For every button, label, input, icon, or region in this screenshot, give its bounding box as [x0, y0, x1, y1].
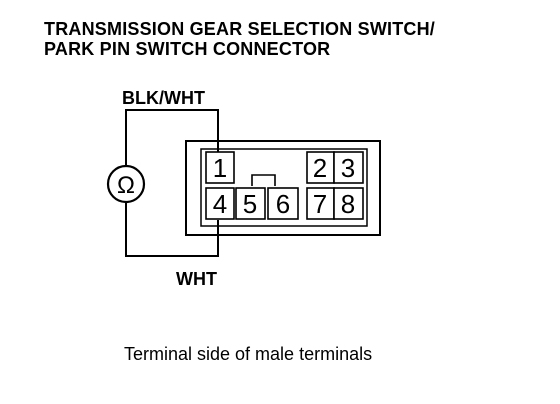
terminal-number-5: 5 [243, 189, 257, 219]
title-line-2: PARK PIN SWITCH CONNECTOR [44, 39, 331, 59]
terminal-cell-1 [205, 151, 235, 184]
title-line-1: TRANSMISSION GEAR SELECTION SWITCH/ [44, 19, 436, 39]
terminal-numbers: 1 2 3 4 5 6 7 8 [213, 153, 355, 219]
connector-outer-shell [185, 140, 381, 236]
wire-blk-wht [125, 109, 219, 166]
ohmmeter-icon: Ω [106, 164, 146, 204]
terminal-cell-3 [333, 151, 364, 184]
terminal-number-1: 1 [213, 153, 227, 183]
terminal-cells [205, 151, 364, 220]
terminal-cell-8 [333, 187, 364, 220]
connector-lock-tab [251, 174, 276, 186]
diagram-caption: Terminal side of male terminals [124, 344, 373, 364]
wire-wht [125, 202, 219, 257]
terminal-cell-6 [267, 187, 299, 220]
terminal-cell-7 [306, 187, 335, 220]
terminal-cell-5 [235, 187, 266, 220]
wire-label-blk-wht: BLK/WHT [122, 88, 205, 108]
diagram-title: TRANSMISSION GEAR SELECTION SWITCH/ PARK… [44, 19, 435, 59]
terminal-number-2: 2 [313, 153, 327, 183]
connector-inner-face [200, 148, 368, 227]
terminal-number-4: 4 [213, 189, 227, 219]
terminal-number-8: 8 [341, 189, 355, 219]
terminal-number-3: 3 [341, 153, 355, 183]
terminal-number-6: 6 [276, 189, 290, 219]
connector-housing [185, 140, 381, 236]
test-circuit [125, 109, 219, 257]
wire-label-wht: WHT [176, 269, 217, 289]
terminal-cell-4 [205, 187, 235, 220]
terminal-number-7: 7 [313, 189, 327, 219]
ohm-symbol: Ω [117, 172, 135, 199]
